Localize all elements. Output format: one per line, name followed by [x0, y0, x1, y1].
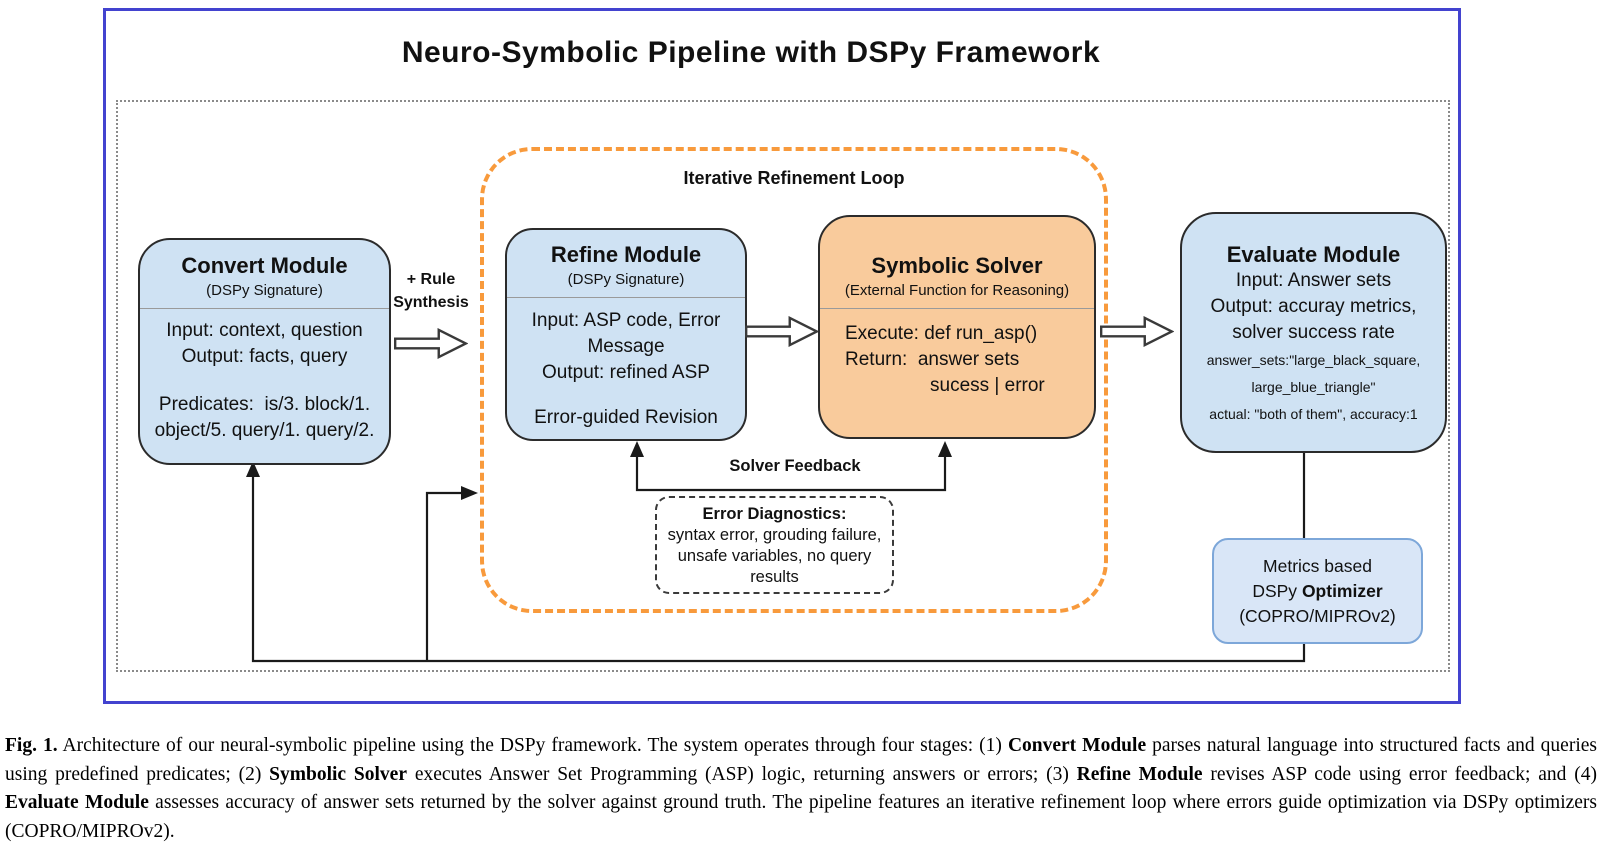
solver-divider — [820, 308, 1094, 309]
solver-to-evaluate-arrow-icon — [1100, 316, 1174, 347]
evaluate-detail-line: large_blue_triangle" — [1251, 379, 1376, 395]
figure-inner-frame — [116, 100, 1450, 672]
solver-feedback-connector — [635, 455, 947, 492]
evaluate-detail-line: answer_sets:"large_black_square, — [1206, 352, 1421, 368]
convert-io-line: Output: facts, query — [181, 346, 348, 367]
evaluate-module-box: Evaluate Module Input: Answer sets Outpu… — [1180, 212, 1447, 453]
refine-module-box: Refine Module (DSPy Signature) Input: AS… — [505, 228, 747, 441]
convert-subtitle: (DSPy Signature) — [206, 282, 323, 299]
connector-lines — [246, 441, 1306, 663]
arrowhead-up-solver — [938, 441, 952, 457]
refine-title: Refine Module — [550, 242, 702, 267]
evaluate-io-line: Output: accuray metrics, — [1210, 296, 1417, 317]
solver-subtitle: (External Function for Reasoning) — [844, 282, 1070, 299]
solver-return-line2: sucess | error — [930, 375, 1045, 396]
arrowhead-up-refine — [630, 441, 644, 457]
refine-io-line: Message — [587, 336, 665, 357]
arrowhead-right-loop — [461, 486, 478, 500]
convert-title: Convert Module — [181, 253, 348, 278]
optimizer-line1: Metrics based — [1263, 555, 1372, 576]
dspy-optimizer-box: Metrics based DSPy Optimizer (COPRO/MIPR… — [1212, 538, 1423, 644]
optimizer-line2: DSPy Optimizer — [1252, 580, 1383, 601]
iterative-refinement-loop-boundary — [480, 147, 1108, 613]
feedback-branch-to-loop — [425, 491, 463, 661]
convert-predicates-line: Predicates: is/3. block/1. — [158, 394, 371, 415]
refine-io-line: Input: ASP code, Error — [531, 310, 721, 331]
evaluate-io-line: solver success rate — [1232, 322, 1395, 343]
refine-subtitle: (DSPy Signature) — [567, 271, 685, 288]
evaluate-title: Evaluate Module — [1226, 242, 1401, 267]
solver-exec-line: Execute: def run_asp() — [845, 323, 1038, 344]
solver-return-line: Return: answer sets — [845, 349, 1020, 370]
error-diagnostics-title: Error Diagnostics: — [702, 505, 847, 523]
rule-synthesis-label: + Rule Synthesis — [393, 271, 469, 311]
loop-label: Iterative Refinement Loop — [683, 168, 905, 188]
convert-module-box: Convert Module (DSPy Signature) Input: c… — [138, 238, 391, 465]
convert-predicates-line: object/5. query/1. query/2. — [154, 420, 375, 441]
optimizer-feedback-bus — [251, 474, 1306, 663]
convert-io-line: Input: context, question — [166, 320, 363, 341]
diagram-title: Neuro-Symbolic Pipeline with DSPy Framew… — [401, 36, 1101, 69]
refine-divider — [507, 297, 745, 298]
error-diagnostics-body: syntax error, grouding failure, unsafe v… — [667, 526, 882, 586]
refine-footer: Error-guided Revision — [534, 407, 718, 428]
evaluate-io-line: Input: Answer sets — [1235, 270, 1392, 291]
arrowhead-up-convert — [246, 461, 260, 477]
error-diagnostics-box: Error Diagnostics: syntax error, groudin… — [655, 496, 894, 594]
solver-title: Symbolic Solver — [871, 253, 1043, 278]
figure-caption: Fig. 1. Architecture of our neural-symbo… — [5, 735, 1598, 842]
refine-to-solver-arrow-icon — [745, 316, 819, 347]
refine-io-line: Output: refined ASP — [542, 362, 710, 383]
symbolic-solver-box: Symbolic Solver (External Function for R… — [818, 215, 1096, 439]
convert-divider — [140, 308, 389, 309]
solver-feedback-label: Solver Feedback — [729, 457, 861, 475]
evaluate-detail-line: actual: "both of them", accuracy:1 — [1209, 406, 1418, 422]
optimizer-line3: (COPRO/MIPROv2) — [1239, 605, 1396, 626]
convert-to-loop-arrow-icon — [394, 328, 468, 359]
